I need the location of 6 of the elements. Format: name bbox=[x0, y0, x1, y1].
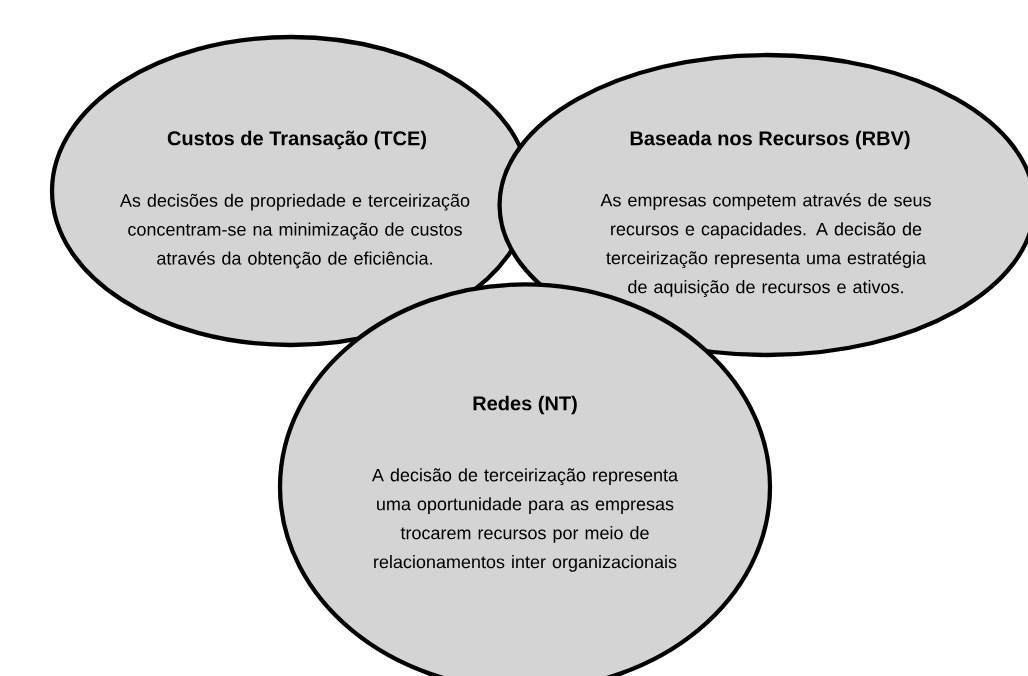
body-text: As decisões de propriedade e terceirização concentram-se na minimização de custos através da obtenção de eficiência. bbox=[119, 193, 470, 269]
heading: Custos de Transação (TCE) bbox=[167, 130, 426, 150]
heading: Baseada nos Recursos (RBV) bbox=[630, 130, 910, 150]
heading: Redes (NT) bbox=[473, 395, 577, 415]
body-text: A decisão de terceirização representa uma oportunidade para as empresas trocarem recursos por meio de relacionamentos inter organizacionais bbox=[371, 468, 679, 572]
body-text: As empresas competem através de seus recursos e capacidades. A decisão de terceirização representa uma estratégia de aquisição de recursos e ativos. bbox=[600, 193, 931, 297]
